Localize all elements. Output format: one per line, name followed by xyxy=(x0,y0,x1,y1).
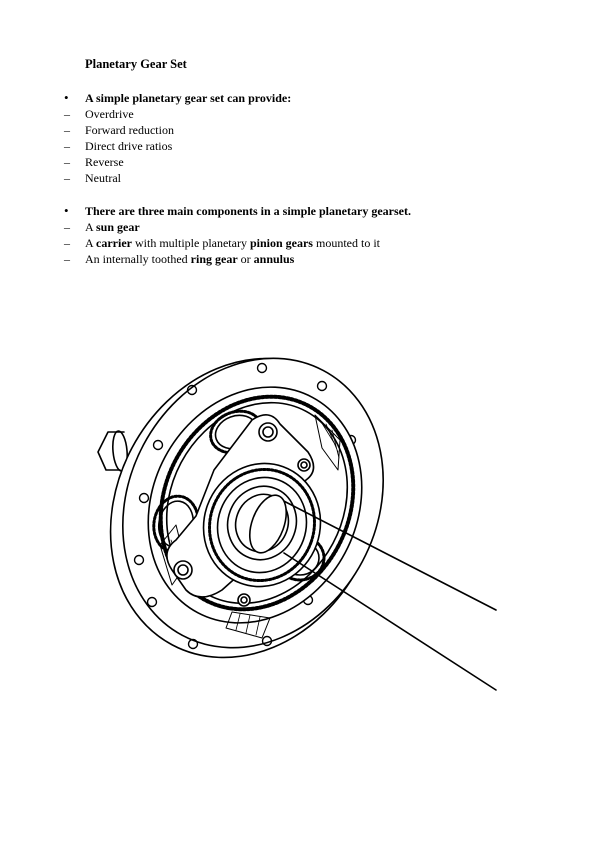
bullet-heading: • A simple planetary gear set can provid… xyxy=(0,90,595,106)
term-pinion-gears: pinion gears xyxy=(249,236,313,250)
components-list: • There are three main components in a s… xyxy=(0,203,595,267)
bullet-heading-text: A simple planetary gear set can provide: xyxy=(85,91,292,105)
list-item-carrier: – A carrier with multiple planetary pini… xyxy=(0,235,595,251)
provides-list: • A simple planetary gear set can provid… xyxy=(0,90,595,186)
term-annulus: annulus xyxy=(253,252,295,266)
list-item: – Neutral xyxy=(0,170,595,186)
dash-marker: – xyxy=(64,236,70,250)
list-item-text: Direct drive ratios xyxy=(85,139,173,153)
list-item-text: Overdrive xyxy=(85,107,134,121)
bullet-marker: • xyxy=(64,203,69,218)
text-run: mounted to it xyxy=(312,236,380,250)
list-item: – Direct drive ratios xyxy=(0,138,595,154)
dash-marker: – xyxy=(64,139,70,153)
list-item: – Overdrive xyxy=(0,106,595,122)
dash-marker: – xyxy=(64,155,70,169)
list-item-text: A carrier with multiple planetary pinion… xyxy=(85,235,380,251)
term-carrier: carrier xyxy=(96,236,132,250)
list-item: – Reverse xyxy=(0,154,595,170)
list-item-text: Neutral xyxy=(85,171,121,185)
text-run: An internally toothed xyxy=(85,252,191,266)
dash-marker: – xyxy=(64,220,70,234)
list-item-text: An internally toothed ring gear or annul… xyxy=(85,251,294,267)
list-item-ring-gear: – An internally toothed ring gear or ann… xyxy=(0,251,595,267)
text-run: with multiple planetary xyxy=(131,236,250,250)
list-item-text: Forward reduction xyxy=(85,123,174,137)
bullet-heading-text: There are three main components in a sim… xyxy=(85,204,411,218)
bullet-marker: • xyxy=(64,90,69,105)
page-title: Planetary Gear Set xyxy=(85,57,187,71)
list-item: – Forward reduction xyxy=(0,122,595,138)
text-run: or xyxy=(237,252,254,266)
dash-marker: – xyxy=(64,123,70,137)
list-item-sun-gear: – A sun gear xyxy=(0,219,595,235)
term-ring-gear: ring gear xyxy=(190,252,238,266)
list-item-text: Reverse xyxy=(85,155,124,169)
term-sun-gear: sun gear xyxy=(96,220,140,234)
output-shaft xyxy=(248,494,497,691)
list-item-text: A sun gear xyxy=(85,219,140,235)
dash-marker: – xyxy=(64,252,70,266)
planetary-gear-illustration xyxy=(97,357,497,691)
text-run: A xyxy=(85,236,97,250)
bullet-heading: • There are three main components in a s… xyxy=(0,203,595,219)
dash-marker: – xyxy=(64,171,70,185)
dash-marker: – xyxy=(64,107,70,121)
text-run: A xyxy=(85,220,97,234)
